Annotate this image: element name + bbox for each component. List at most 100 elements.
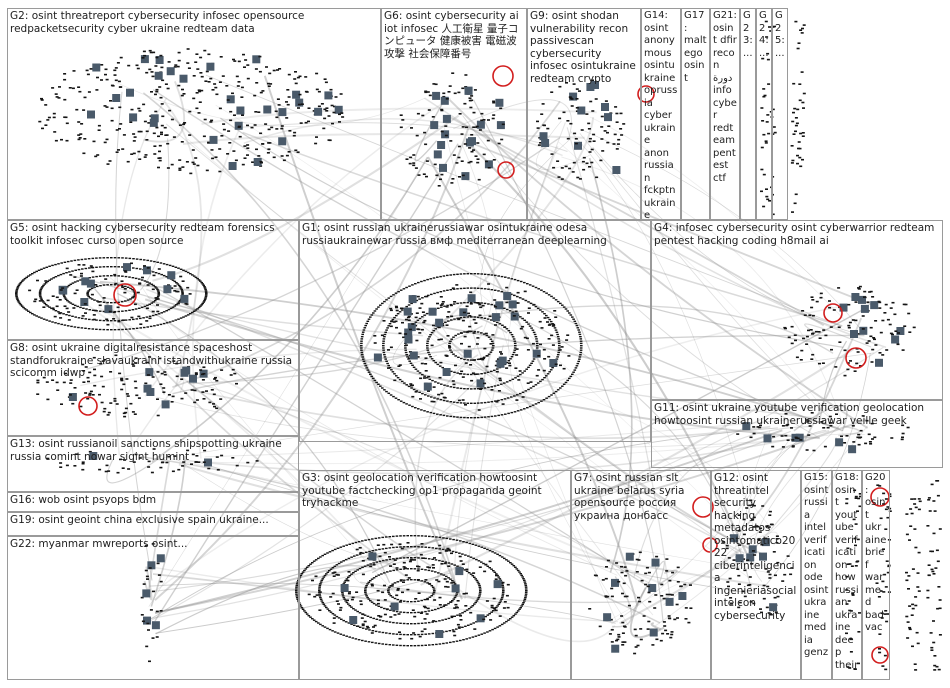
graph-node xyxy=(913,528,916,530)
group-label-g5: G5: osint hacking cybersecurity redteam … xyxy=(10,222,296,247)
graph-node xyxy=(911,604,914,606)
graph-node xyxy=(909,525,912,527)
graph-node xyxy=(802,135,805,137)
graph-node xyxy=(803,24,806,26)
graph-node xyxy=(929,551,932,553)
group-panel-g3: G3: osint geolocation verification howto… xyxy=(299,470,571,680)
group-label-g18: G18: osint youtube verification how russ… xyxy=(835,472,859,672)
graph-node xyxy=(795,125,798,127)
graph-node xyxy=(930,647,933,649)
group-panel-g25: G25: ... xyxy=(772,8,788,220)
graph-node xyxy=(798,141,801,143)
graph-node xyxy=(909,508,912,510)
group-panel-g7: G7: osint russian slt ukraine belarus sy… xyxy=(571,470,711,680)
group-label-g11: G11: osint ukraine youtube verification … xyxy=(654,402,940,427)
graph-node xyxy=(933,533,936,535)
graph-node xyxy=(938,669,941,671)
graph-node xyxy=(914,663,917,665)
group-panel-g21: G21: osint dfir recon دورة info cyber re… xyxy=(710,8,740,220)
graph-node xyxy=(914,596,917,598)
group-panel-g5: G5: osint hacking cybersecurity redteam … xyxy=(7,220,299,340)
graph-node xyxy=(906,534,909,536)
graph-node xyxy=(911,646,914,648)
graph-node xyxy=(936,550,939,552)
graph-node xyxy=(791,160,794,162)
graph-node xyxy=(933,669,936,671)
graph-node xyxy=(917,572,920,574)
graph-node xyxy=(933,655,936,657)
group-label-g16: G16: wob osint psyops bdm xyxy=(10,494,296,507)
graph-node xyxy=(802,107,805,109)
group-label-g21: G21: osint dfir recon دورة info cyber re… xyxy=(713,10,737,185)
graph-node xyxy=(799,133,802,135)
graph-node xyxy=(792,83,795,85)
graph-node xyxy=(939,599,942,601)
graph-node xyxy=(797,48,800,50)
graph-node xyxy=(798,157,801,159)
graph-node xyxy=(934,510,937,512)
graph-node xyxy=(934,567,937,569)
graph-node xyxy=(801,159,804,161)
graph-node xyxy=(916,632,919,634)
group-panel-g13: G13: osint russianoil sanctions shipspot… xyxy=(7,436,299,492)
graph-node xyxy=(905,580,908,582)
group-label-g15: G15: osint russia intel verification ode… xyxy=(804,472,829,660)
graph-node xyxy=(791,162,794,164)
group-label-g3: G3: osint geolocation verification howto… xyxy=(302,472,568,510)
group-panel-g4: G4: infosec cybersecurity osint cyberwar… xyxy=(651,220,943,400)
graph-node xyxy=(910,498,913,500)
graph-node xyxy=(926,525,929,527)
graph-node xyxy=(932,620,935,622)
group-panel-g9: G9: osint shodan vulnerability recon pas… xyxy=(527,8,641,220)
graph-node xyxy=(932,642,935,644)
graph-node xyxy=(926,597,929,599)
graph-node xyxy=(798,83,801,85)
graph-node xyxy=(936,480,939,482)
graph-node xyxy=(913,498,916,500)
graph-node xyxy=(794,21,797,23)
group-label-g9: G9: osint shodan vulnerability recon pas… xyxy=(530,10,638,85)
graph-node xyxy=(905,616,908,618)
graph-node xyxy=(909,629,912,631)
graph-node xyxy=(936,608,939,610)
graph-node xyxy=(937,561,940,563)
group-panel-g2: G2: osint threatreport cybersecurity inf… xyxy=(7,8,381,220)
group-label-g24: G24: ... xyxy=(759,10,769,60)
group-panel-g24: G24: ... xyxy=(756,8,772,220)
group-label-g25: G25: ... xyxy=(775,10,785,60)
graph-node xyxy=(931,571,934,573)
graph-node xyxy=(914,605,917,607)
group-label-g1: G1: osint russian ukrainerussiawar osint… xyxy=(302,222,648,247)
graph-node xyxy=(794,131,797,133)
group-panel-g16: G16: wob osint psyops bdm xyxy=(7,492,299,512)
graph-node xyxy=(801,32,804,34)
group-panel-g23: G23: ... xyxy=(740,8,756,220)
group-panel-g22: G22: myanmar mwreports osint... xyxy=(7,536,299,680)
graph-node xyxy=(796,109,799,111)
graph-node xyxy=(799,29,802,31)
graph-node xyxy=(917,643,920,645)
graph-node xyxy=(907,575,910,577)
graph-node xyxy=(914,669,917,671)
graph-node xyxy=(937,495,940,497)
graph-node xyxy=(908,539,911,541)
graph-node xyxy=(913,503,916,505)
graph-node xyxy=(928,564,931,566)
graph-node xyxy=(796,155,799,157)
group-label-g6: G6: osint cybersecurity ai iot infosec 人… xyxy=(384,10,524,60)
graph-node xyxy=(907,588,910,590)
graph-node xyxy=(916,586,919,588)
graph-node xyxy=(915,507,918,509)
graph-node xyxy=(799,166,802,168)
graph-node xyxy=(911,513,914,515)
graph-node xyxy=(906,637,909,639)
graph-node xyxy=(907,621,910,623)
graph-node xyxy=(791,121,794,123)
group-label-g2: G2: osint threatreport cybersecurity inf… xyxy=(10,10,378,35)
graph-node xyxy=(929,510,932,512)
graph-node xyxy=(930,632,933,634)
graph-node xyxy=(797,148,800,150)
group-label-g4: G4: infosec cybersecurity osint cyberwar… xyxy=(654,222,940,247)
graph-node xyxy=(793,133,796,135)
graph-node xyxy=(914,547,917,549)
